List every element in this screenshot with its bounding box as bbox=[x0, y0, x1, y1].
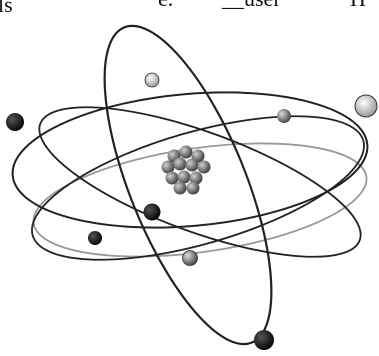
nucleus bbox=[162, 146, 211, 195]
orbit-flat-gray bbox=[26, 125, 373, 275]
electron-dark-center bbox=[144, 204, 161, 221]
nucleon bbox=[174, 182, 187, 195]
nucleon bbox=[174, 158, 187, 171]
electron-dark-bottom bbox=[254, 330, 274, 350]
electron-dark-left bbox=[6, 113, 24, 131]
electron-gray-lower bbox=[183, 251, 198, 266]
nucleon bbox=[198, 161, 211, 174]
nucleon bbox=[187, 182, 200, 195]
electron-dark-lower-left bbox=[88, 231, 102, 245]
electron-light-right bbox=[355, 95, 377, 117]
nucleon bbox=[186, 159, 199, 172]
nucleon bbox=[180, 146, 193, 159]
electron-gray-right bbox=[277, 109, 291, 123]
electron-light-top bbox=[145, 73, 159, 87]
